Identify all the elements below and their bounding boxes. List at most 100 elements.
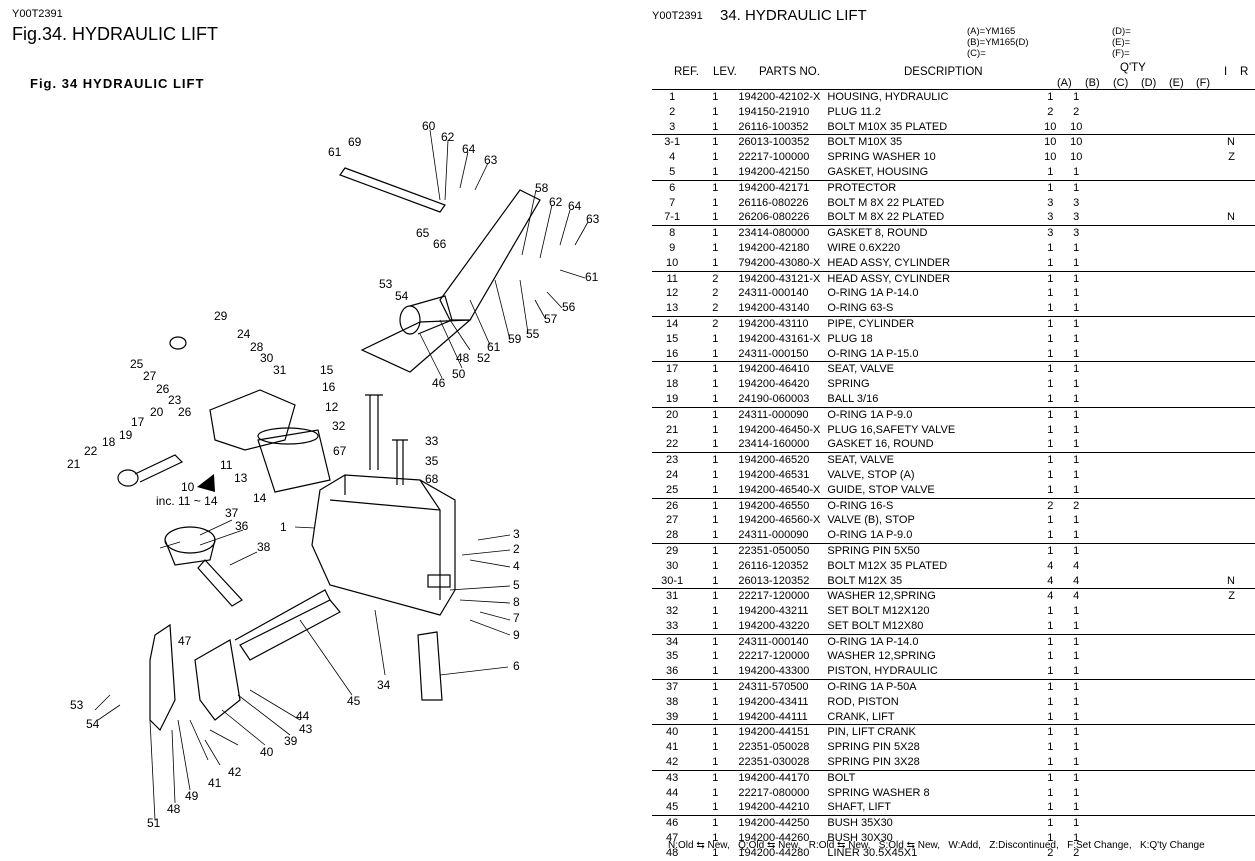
- callout: 20: [150, 405, 164, 419]
- qty-e-cell: [1140, 347, 1165, 362]
- level-cell: 1: [692, 724, 739, 741]
- qty-d-cell: [1114, 225, 1140, 241]
- callout-leaders: [94, 129, 589, 821]
- qty-d-cell: [1114, 633, 1140, 650]
- qty-d-cell: [1114, 165, 1139, 180]
- qty-a-cell: 1: [1037, 769, 1064, 786]
- qty-d-cell: [1114, 815, 1140, 832]
- qty-c-cell: [1089, 513, 1114, 528]
- remark-cell: [1190, 452, 1255, 468]
- remark-cell: [1190, 542, 1255, 559]
- callout: 21: [67, 457, 81, 471]
- qty-a-cell: 1: [1047, 241, 1054, 254]
- qty-a-cell: 1: [1037, 88, 1064, 105]
- level-cell: 1: [692, 769, 739, 786]
- part-number-cell: 194200-44260: [738, 832, 810, 845]
- qty-d-cell: [1114, 528, 1139, 543]
- qty-a-cell: 1: [1037, 361, 1064, 378]
- qty-b-cell: 4: [1073, 559, 1080, 572]
- callout: 61: [487, 340, 501, 354]
- qty-f-cell: [1165, 423, 1190, 438]
- qty-e-cell: [1140, 695, 1165, 710]
- qty-a-cell: 1: [1037, 815, 1064, 832]
- level-cell: 1: [712, 786, 719, 799]
- qty-b-cell: 1: [1073, 605, 1080, 618]
- description-cell: WIRE 0.6X220: [827, 241, 901, 254]
- qty-a-cell: 1: [1047, 756, 1054, 769]
- model-b: (B)=YM165(D): [967, 37, 1029, 48]
- description-cell: SEAT, VALVE: [827, 452, 1038, 468]
- remark-cell: N: [1227, 211, 1235, 224]
- description-cell: BOLT M12X 35 PLATED: [827, 559, 948, 572]
- callout: 51: [147, 816, 161, 830]
- qty-a-cell: 1: [1047, 392, 1054, 405]
- callout: 19: [119, 428, 133, 442]
- part-number-cell: 24311-000090: [738, 406, 828, 423]
- part-number-cell: 24311-000140: [738, 287, 809, 300]
- qty-d-cell: [1114, 301, 1139, 316]
- callout: 24: [237, 327, 251, 341]
- ref-cell: 31: [652, 588, 693, 605]
- part-number-cell: 26013-100352: [738, 134, 828, 151]
- level-cell: 1: [692, 542, 739, 559]
- qty-b-cell: 1: [1073, 287, 1080, 300]
- remark-cell: [1190, 88, 1255, 105]
- qty-b-cell: 1: [1073, 619, 1080, 632]
- arrow-icon: [197, 474, 215, 492]
- callout: 42: [228, 765, 242, 779]
- level-cell: 1: [712, 151, 719, 164]
- ref-cell: 3: [669, 120, 676, 133]
- qty-a-cell: 1: [1047, 468, 1054, 481]
- remark-cell: [1190, 120, 1255, 135]
- qty-c-cell: [1089, 315, 1115, 332]
- header-ref: REF.: [674, 66, 699, 78]
- right-doc-code: Y00T2391: [652, 10, 703, 22]
- qty-b-cell: 1: [1073, 483, 1080, 496]
- callout: 45: [347, 694, 361, 708]
- qty-e-cell: [1140, 392, 1165, 407]
- qty-col-c: (C): [1113, 77, 1129, 89]
- qty-col-f: (F): [1196, 77, 1211, 89]
- callout: 68: [425, 472, 439, 486]
- level-cell: 1: [712, 378, 719, 391]
- qty-d-cell: [1114, 406, 1140, 423]
- remark-cell: [1190, 406, 1255, 423]
- description-cell: PLUG 16,SAFETY VALVE: [827, 423, 956, 436]
- change-legend: N:Old ⇆ New, Q:Old ⇆ New, R:Old ⇆ New, S…: [668, 840, 1205, 851]
- qty-e-cell: [1140, 437, 1165, 452]
- ref-cell: 12: [666, 287, 679, 300]
- qty-f-cell: [1165, 604, 1190, 619]
- qty-f-cell: [1165, 241, 1190, 256]
- remark-cell: [1190, 633, 1255, 650]
- qty-f-cell: [1165, 497, 1191, 514]
- swap-arrow-icon: ⇆: [693, 840, 708, 851]
- qty-d-cell: [1114, 105, 1139, 120]
- remark-cell: [1190, 815, 1255, 832]
- qty-f-cell: [1165, 755, 1190, 770]
- qty-c-cell: [1089, 210, 1114, 225]
- qty-c-cell: [1089, 649, 1114, 664]
- inc-note: inc. 11 ~ 14: [156, 494, 218, 508]
- part-number-cell: 194200-43220: [738, 619, 810, 632]
- qty-f-cell: [1165, 452, 1191, 468]
- qty-a-cell: 1: [1047, 287, 1054, 300]
- level-cell: 1: [692, 225, 739, 241]
- callout: 40: [260, 745, 274, 759]
- ref-cell: 26: [652, 497, 693, 514]
- callout: 35: [425, 454, 439, 468]
- level-cell: 1: [692, 452, 739, 468]
- callout-labels: 1 2 3 4 5 6 7 8 9 10 11 12 13 14 15 16 1…: [67, 119, 600, 830]
- qty-d-cell: [1114, 179, 1140, 196]
- description-cell: BUSH 30X30: [827, 832, 893, 845]
